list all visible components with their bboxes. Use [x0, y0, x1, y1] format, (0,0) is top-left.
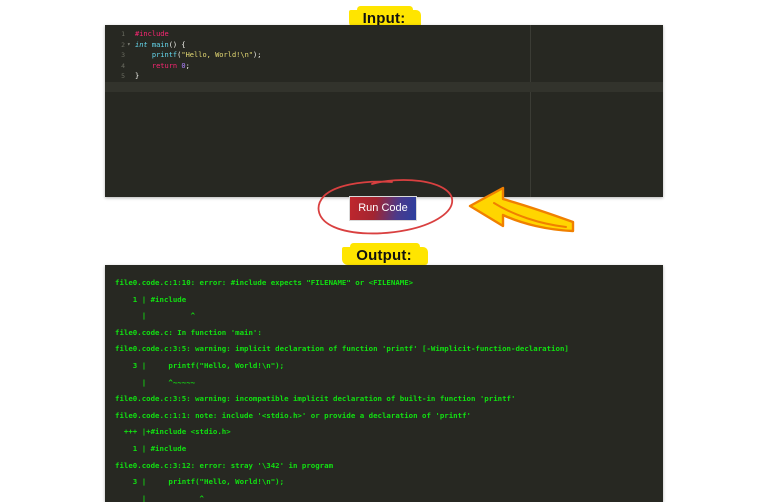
- editor-line-number-gutter: [105, 25, 129, 197]
- code-token: );: [253, 51, 262, 60]
- input-section-label: Input:: [0, 6, 768, 29]
- output-line: file0.code.c:3:5: warning: implicit decl…: [115, 344, 569, 354]
- editor-line-text: printf("Hello, World!\n");: [135, 50, 262, 61]
- code-token: () {: [168, 40, 186, 49]
- output-line: | ^: [115, 493, 204, 502]
- code-token: #include: [135, 30, 169, 38]
- code-token: ;: [185, 61, 190, 70]
- input-label-text: Input:: [348, 6, 422, 29]
- editor-line-number: 1: [121, 30, 125, 38]
- output-line: file0.code.c:1:1: note: include '<stdio.…: [115, 410, 471, 420]
- output-line: file0.code.c:1:10: error: #include expec…: [115, 278, 414, 287]
- output-line: file0.code.c: In function 'main':: [115, 327, 262, 337]
- output-line: 1 | #include: [115, 294, 187, 304]
- output-label-text: Output:: [342, 243, 428, 266]
- output-line: file0.code.c:3:5: warning: incompatible …: [115, 394, 516, 404]
- editor-column-ruler: [530, 25, 531, 197]
- output-section-label: Output:: [0, 243, 768, 266]
- output-line: | ^: [115, 311, 196, 321]
- output-line: +++ |+#include <stdio.h>: [115, 427, 231, 437]
- code-token: printf: [151, 51, 178, 60]
- editor-line-number: 5: [121, 72, 125, 81]
- output-line: file0.code.c:3:12: error: stray '\342' i…: [115, 460, 334, 470]
- editor-line-text: return 0;: [135, 61, 190, 72]
- code-token: [135, 62, 152, 70]
- editor-line-number: 2: [121, 40, 125, 49]
- output-line: 1 | #include: [115, 443, 187, 453]
- editor-line: 2▾ int main() {: [105, 40, 663, 51]
- editor-line: 3 printf("Hello, World!\n");: [105, 50, 663, 61]
- code-token: int: [135, 40, 152, 49]
- run-code-button[interactable]: Run Code: [349, 196, 417, 221]
- output-line: 3 | printf("Hello, World!\n");: [115, 360, 285, 370]
- editor-line-text: }: [135, 71, 139, 82]
- code-token: [135, 51, 152, 59]
- compiler-output-panel[interactable]: file0.code.c:1:10: error: #include expec…: [105, 265, 663, 502]
- code-token: main: [151, 40, 169, 49]
- editor-line: 1 #include: [105, 29, 663, 40]
- yellow-arrow-inner-stroke: [493, 202, 567, 228]
- compiler-output-text: file0.code.c:1:10: error: #include expec…: [115, 275, 663, 502]
- editor-line-number: 3: [121, 51, 125, 60]
- code-token: 0: [181, 61, 186, 70]
- editor-line-number: 4: [121, 61, 125, 70]
- code-token: (: [177, 51, 182, 60]
- output-line: | ^~~~~~: [115, 377, 196, 387]
- editor-line-text: int main() {: [135, 40, 186, 51]
- editor-line: 5}: [105, 71, 663, 82]
- code-token: "Hello, World!\n": [181, 51, 254, 60]
- code-token: return: [151, 61, 182, 70]
- editor-active-line-highlight: [105, 82, 663, 92]
- output-line: 3 | printf("Hello, World!\n");: [115, 477, 285, 487]
- code-token: }: [135, 72, 140, 81]
- editor-line-text: #include: [135, 29, 169, 40]
- editor-line: 4 return 0;: [105, 61, 663, 72]
- code-fold-arrow-icon[interactable]: ▾: [127, 40, 131, 48]
